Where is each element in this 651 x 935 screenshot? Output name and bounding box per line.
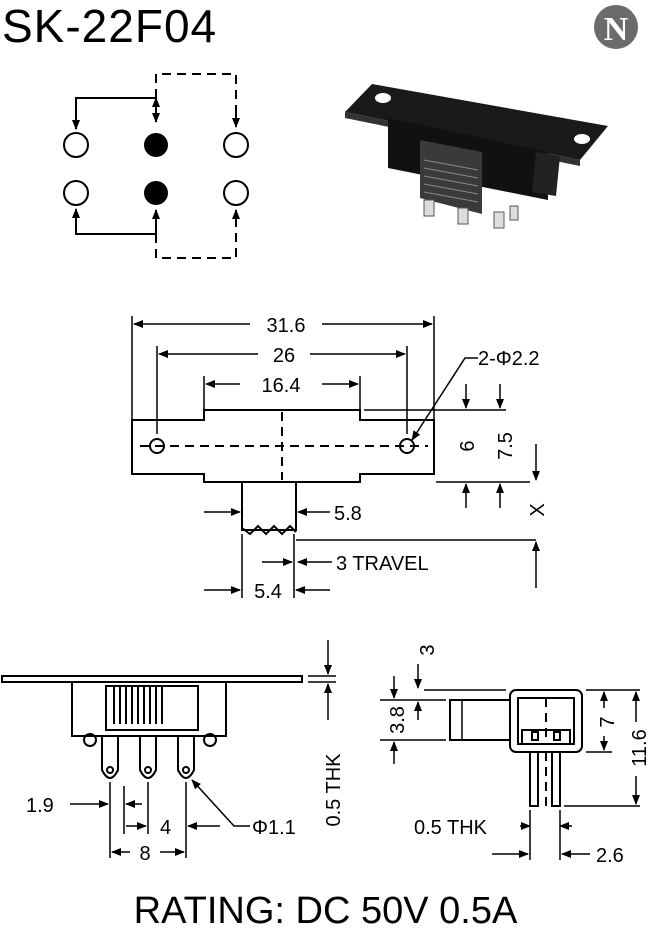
- dim-body-height: 6: [457, 440, 479, 451]
- dim-center-width: 16.4: [262, 375, 301, 397]
- dim-front-thickness: 0.5 THK: [323, 753, 345, 827]
- dim-overall-height: 7.5: [495, 432, 517, 460]
- dim-overall-length: 31.6: [267, 315, 306, 337]
- circuit-schematic: [63, 73, 249, 259]
- dim-actuator-base: 5.4: [254, 581, 282, 603]
- side-view-drawing: 3 3.8 7 11.6 0.5 THK 2.6: [380, 644, 651, 867]
- dim-travel: 3 TRAVEL: [336, 553, 429, 575]
- dim-pin-hole: Φ1.1: [252, 817, 296, 839]
- part-number-title: SK-22F04: [2, 0, 218, 52]
- rating-text: RATING: DC 50V 0.5A: [133, 890, 518, 932]
- dim-hole-spacing: 26: [273, 345, 295, 367]
- brand-logo: N: [594, 5, 638, 49]
- dim-pin-pitch: 4: [160, 817, 171, 839]
- dim-actuator-width: 5.8: [334, 503, 362, 525]
- dim-top-offset: 3: [417, 644, 439, 655]
- dim-pin-spacing: 2.6: [596, 845, 624, 867]
- dim-pin-offset: 1.9: [26, 795, 54, 817]
- dim-x: X: [527, 503, 549, 516]
- front-view-drawing: 1.9 4 8 Φ1.1 0.5 THK: [1, 640, 345, 865]
- dim-side-thickness: 0.5 THK: [414, 817, 488, 839]
- logo-letter: N: [604, 11, 629, 48]
- dim-pin-span: 8: [139, 843, 150, 865]
- switch-product-image: [345, 84, 608, 229]
- dim-side-body-height: 7: [597, 716, 619, 727]
- dim-knob-height: 3.8: [387, 706, 409, 734]
- dim-side-overall-height: 11.6: [629, 729, 651, 766]
- top-view-drawing: 31.6 26 16.4 2-Φ2.2 6 7.5 X 5.8 3: [131, 315, 549, 603]
- dim-holes: 2-Φ2.2: [478, 348, 540, 370]
